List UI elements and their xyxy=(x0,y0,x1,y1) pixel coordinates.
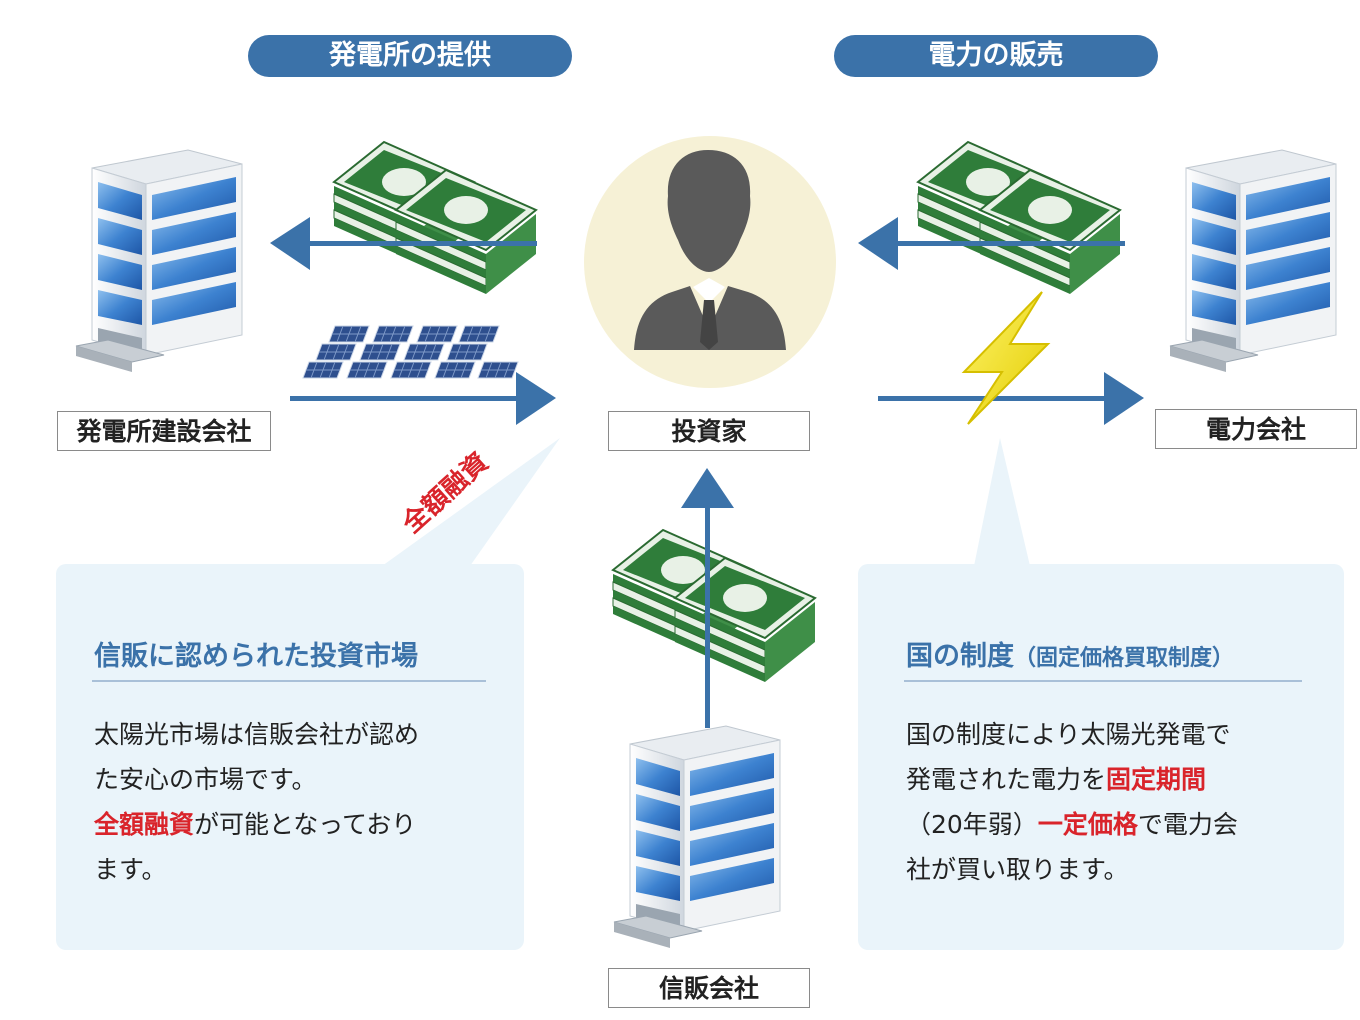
left-panel-line: 全額融資が可能となっており xyxy=(94,802,504,847)
node-trust: 信販会社 xyxy=(608,968,810,1008)
right-panel-line: 国の制度により太陽光発電で xyxy=(906,720,1231,749)
right-panel-title-main: 国の制度 xyxy=(906,641,1014,672)
right-panel-body: 国の制度により太陽光発電で 発電された電力を固定期間 （20年弱）一定価格で電力… xyxy=(906,712,1326,892)
right-panel-title-sub: （固定価格買取制度） xyxy=(1014,646,1235,671)
highlight-full-loan: 全額融資 xyxy=(94,810,195,839)
right-panel-text: （20年弱） xyxy=(906,810,1038,839)
header-provide: 発電所の提供 xyxy=(248,35,572,77)
highlight-fixed-period: 固定期間 xyxy=(1106,765,1207,794)
left-panel-line: 太陽光市場は信販会社が認め xyxy=(94,720,420,749)
left-panel-background xyxy=(56,438,560,950)
left-panel-body: 太陽光市場は信販会社が認め た安心の市場です。 全額融資が可能となっており ます… xyxy=(94,712,504,892)
office-building-icon xyxy=(75,149,243,373)
right-panel-title: 国の制度（固定価格買取制度） xyxy=(906,634,1234,673)
person-silhouette-icon xyxy=(634,150,786,350)
office-building-icon xyxy=(613,725,781,949)
left-panel-divider xyxy=(92,680,486,682)
highlight-fixed-price: 一定価格 xyxy=(1037,810,1138,839)
left-panel-line: た安心の市場です。 xyxy=(94,765,317,794)
arrow-icon xyxy=(270,217,1144,728)
node-builder: 発電所建設会社 xyxy=(57,411,271,451)
office-building-icon xyxy=(1169,149,1337,373)
money-stack-icon xyxy=(333,141,537,295)
right-panel-text: 発電された電力を xyxy=(906,765,1107,794)
right-panel-background xyxy=(858,438,1344,950)
left-panel-title: 信販に認められた投資市場 xyxy=(94,641,418,672)
right-panel-line: 発電された電力を固定期間 xyxy=(906,757,1326,802)
right-panel-line: （20年弱）一定価格で電力会 xyxy=(906,802,1326,847)
money-stack-icon xyxy=(612,529,816,683)
right-panel-text: で電力会 xyxy=(1137,810,1238,839)
money-stack-icon xyxy=(917,141,1121,295)
lightning-bolt-icon xyxy=(961,291,1051,425)
right-panel-line: 社が買い取ります。 xyxy=(906,855,1129,884)
node-power-company: 電力会社 xyxy=(1155,409,1357,449)
solar-panels-icon xyxy=(302,325,519,379)
left-panel-line: ます。 xyxy=(94,855,167,884)
node-investor: 投資家 xyxy=(608,411,810,451)
header-sell: 電力の販売 xyxy=(834,35,1158,77)
left-panel-text: が可能となっており xyxy=(194,810,417,839)
right-panel-divider xyxy=(904,680,1302,682)
investor-avatar xyxy=(584,136,836,388)
